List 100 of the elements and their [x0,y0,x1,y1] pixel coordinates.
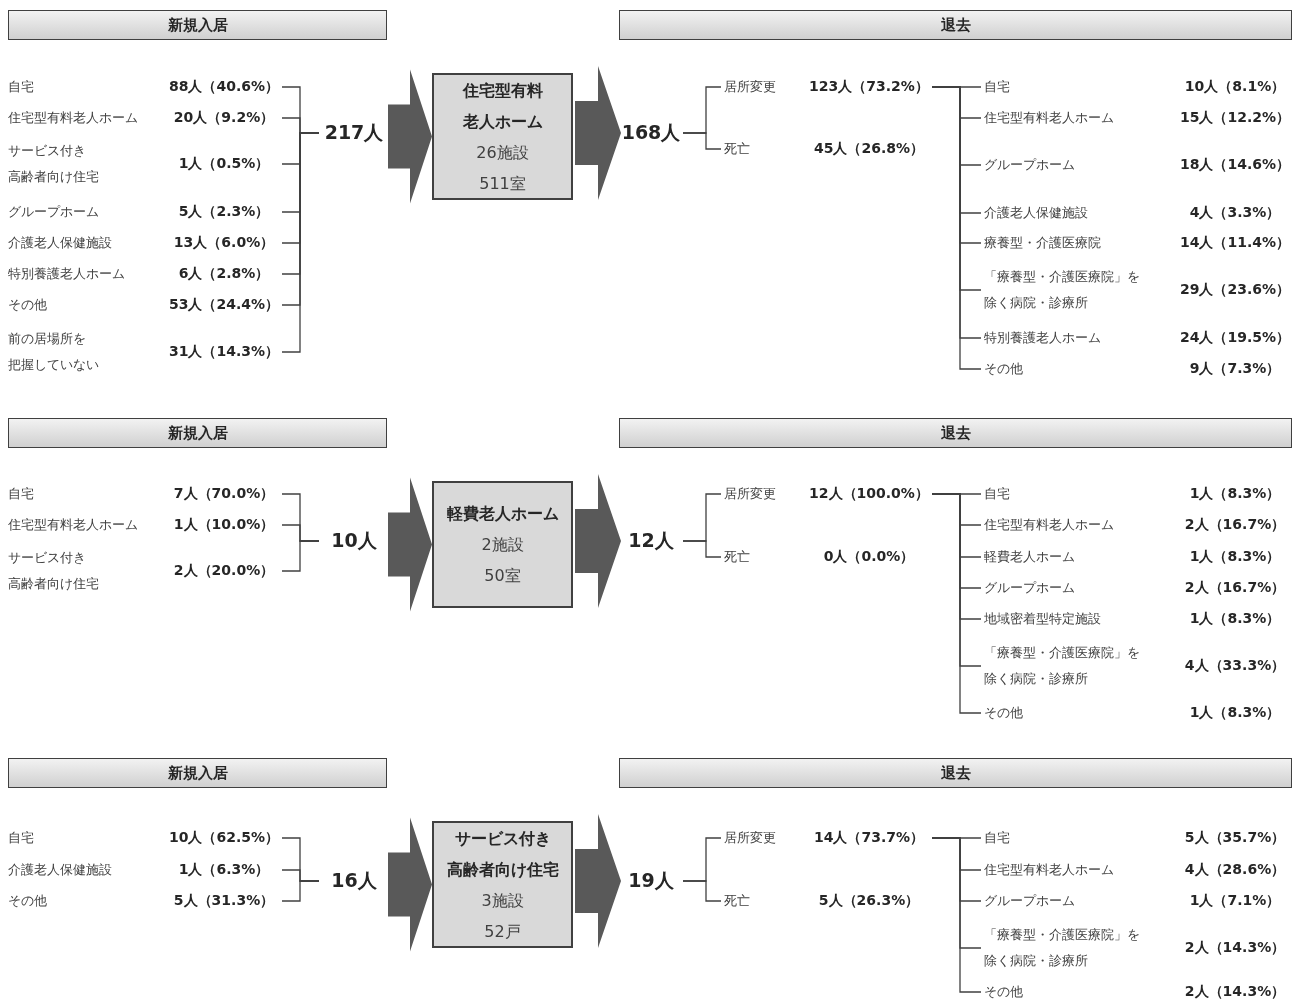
count-value: 1人（8.3%） [1188,610,1282,628]
category-label: 特別養護老人ホーム [984,329,1102,347]
count-value: 1人（7.1%） [1188,892,1282,910]
category-label: その他 [8,296,48,314]
count-value: 31人（14.3%） [168,343,280,361]
count-value: 5人（35.7%） [1183,829,1287,847]
count-value: 2人（20.0%） [172,562,276,580]
section-header-band: 新規入居 [8,10,387,40]
count-value: 4人（28.6%） [1183,861,1287,879]
category-label: サービス付き高齢者向け住宅 [8,142,100,186]
category-label: 「療養型・介護医療院」を除く病院・診療所 [984,268,1141,312]
category-label: グループホーム [984,892,1076,910]
bracket-line [281,540,320,572]
count-value: 5人（26.3%） [817,892,921,910]
category-label: 自宅 [8,485,35,503]
count-value: 45人（26.8%） [812,140,926,158]
category-label: 療養型・介護医療院 [984,234,1102,252]
flow-arrow [575,814,621,948]
facility-type-label: 住宅型有料老人ホーム [462,79,543,133]
category-label: グループホーム [8,203,100,221]
count-value: 15人（12.2%） [1180,109,1290,127]
facility-box [432,821,573,948]
count-value: 2人（14.3%） [1183,983,1287,1001]
count-value: 7人（70.0%） [172,485,276,503]
section-header-band: 退去 [619,418,1292,448]
count-value: 6人（2.8%） [177,265,271,283]
facility-box [432,481,573,608]
count-value: 24人（19.5%） [1180,329,1290,347]
category-label: 「療養型・介護医療院」を除く病院・診療所 [984,926,1141,970]
total-count: 168人 [621,118,681,148]
count-value: 5人（2.3%） [177,203,271,221]
category-label: その他 [984,983,1024,1001]
count-value: 14人（73.7%） [812,829,926,847]
count-value: 0人（0.0%） [822,548,916,566]
count-value: 1人（8.3%） [1188,704,1282,722]
count-value: 14人（11.4%） [1180,234,1290,252]
section-header-band: 退去 [619,10,1292,40]
category-label: グループホーム [984,156,1076,174]
category-label: 住宅型有料老人ホーム [984,516,1115,534]
category-label: 死亡 [724,548,751,566]
category-label: 死亡 [724,140,751,158]
bracket-line [682,132,722,150]
category-label: 死亡 [724,892,751,910]
category-label: 介護老人保健施設 [8,861,113,879]
count-value: 4人（33.3%） [1183,657,1287,675]
category-label: 居所変更 [724,78,777,96]
category-label: 住宅型有料老人ホーム [8,516,139,534]
category-label: 介護老人保健施設 [8,234,113,252]
count-value: 12人（100.0%） [808,485,930,503]
total-count: 19人 [621,866,681,896]
category-label: 住宅型有料老人ホーム [8,109,139,127]
facility-type-label: 軽費老人ホーム [446,503,559,525]
category-label: 自宅 [8,78,35,96]
category-label: 居所変更 [724,829,777,847]
category-label: グループホーム [984,579,1076,597]
category-label: 居所変更 [724,485,777,503]
count-value: 1人（8.3%） [1188,548,1282,566]
count-value: 2人（16.7%） [1183,579,1287,597]
category-label: その他 [8,892,48,910]
total-count: 10人 [322,526,386,556]
count-value: 29人（23.6%） [1180,281,1290,299]
section-header-band: 新規入居 [8,418,387,448]
bracket-line [682,540,722,558]
category-label: 前の居場所を把握していない [8,330,100,374]
category-label: 自宅 [8,829,35,847]
category-label: 自宅 [984,485,1011,503]
count-value: 1人（10.0%） [172,516,276,534]
category-label: 自宅 [984,829,1011,847]
category-label: その他 [984,360,1024,378]
count-value: 1人（8.3%） [1188,485,1282,503]
capacity-label: 511室 [479,172,526,195]
bracket-line [931,493,982,714]
count-value: 53人（24.4%） [168,296,280,314]
section-header-band: 新規入居 [8,758,387,788]
category-label: 「療養型・介護医療院」を除く病院・診療所 [984,644,1141,688]
flow-arrow [388,477,432,612]
category-label: 自宅 [984,78,1011,96]
total-count: 217人 [322,118,386,148]
category-label: 特別養護老人ホーム [8,265,126,283]
capacity-label: 50室 [484,565,521,587]
bracket-line [931,837,982,993]
category-label: 住宅型有料老人ホーム [984,109,1115,127]
flow-arrow [575,474,621,608]
flow-arrow [388,69,432,204]
bracket-line [281,132,320,353]
count-value: 2人（14.3%） [1183,939,1287,957]
count-value: 2人（16.7%） [1183,516,1287,534]
count-value: 88人（40.6%） [168,78,280,96]
capacity-label: 3施設 [481,889,524,912]
facility-type-label: サービス付き高齢者向け住宅 [446,827,559,881]
bracket-line [682,880,722,902]
facility-box [432,73,573,200]
total-count: 16人 [322,866,386,896]
count-value: 9人（7.3%） [1188,360,1282,378]
category-label: サービス付き高齢者向け住宅 [8,549,100,593]
flow-arrow [575,66,621,200]
count-value: 1人（6.3%） [177,861,271,879]
capacity-label: 2施設 [481,534,524,556]
count-value: 10人（62.5%） [168,829,280,847]
bracket-line [281,880,320,902]
